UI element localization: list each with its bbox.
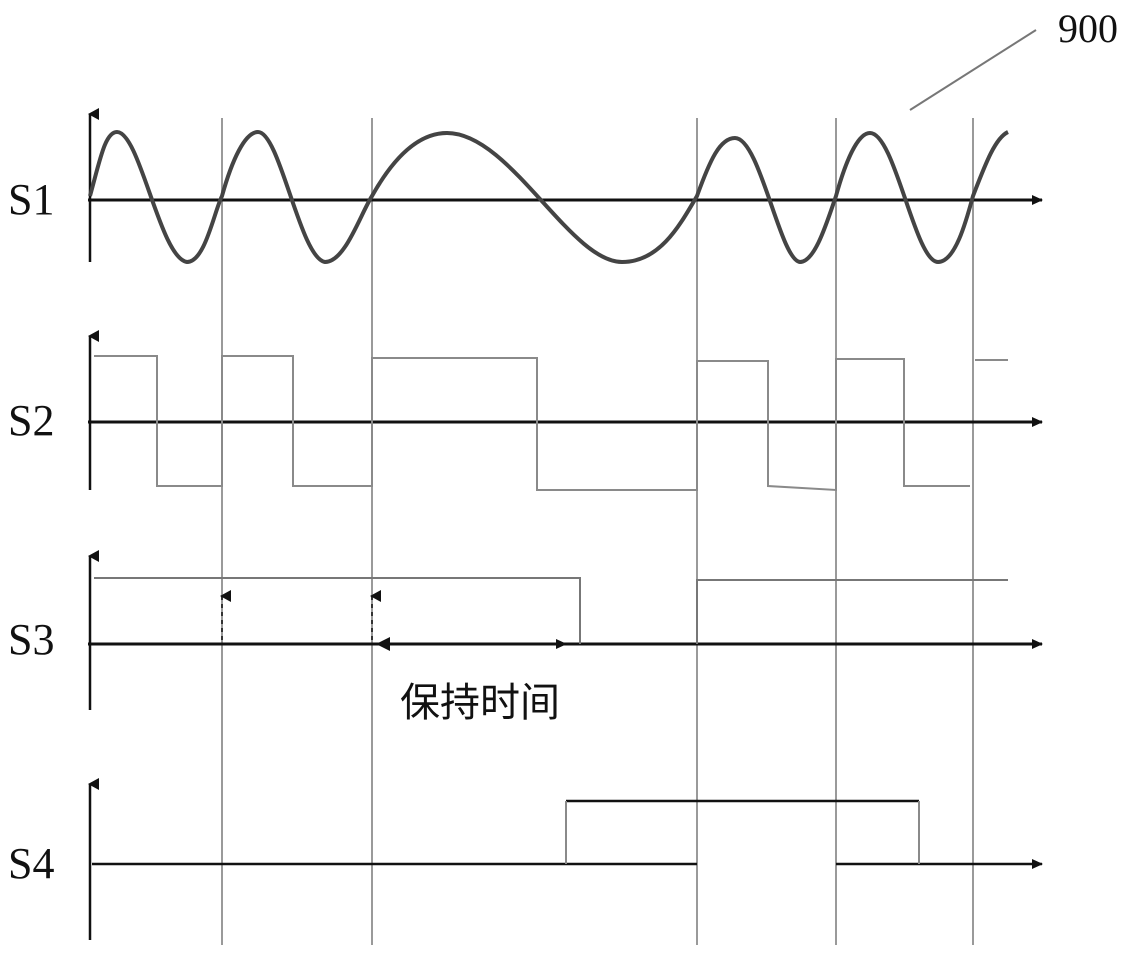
s3-high-level-2 [696,579,1008,644]
signal-label-s1: S1 [8,175,54,224]
signal-s2: S2 [8,330,1043,492]
reference-numeral: 900 [1058,6,1118,51]
s1-sine-wave [88,129,1010,265]
signal-s1: S1 [8,108,1043,265]
signal-label-s4: S4 [8,839,54,888]
hold-time-label: 保持时间 [400,680,560,726]
s2-square-wave [94,355,1008,492]
signal-s4: S4 [8,778,1043,940]
signal-label-s3: S3 [8,615,54,664]
hold-time-arrowhead-left [376,637,390,651]
signal-s3: S3 保持时间 [8,550,1043,726]
signal-label-s2: S2 [8,396,54,445]
transition-lines [221,118,974,945]
reference-leader-line [909,29,1037,111]
s3-high-level-1 [94,577,581,644]
